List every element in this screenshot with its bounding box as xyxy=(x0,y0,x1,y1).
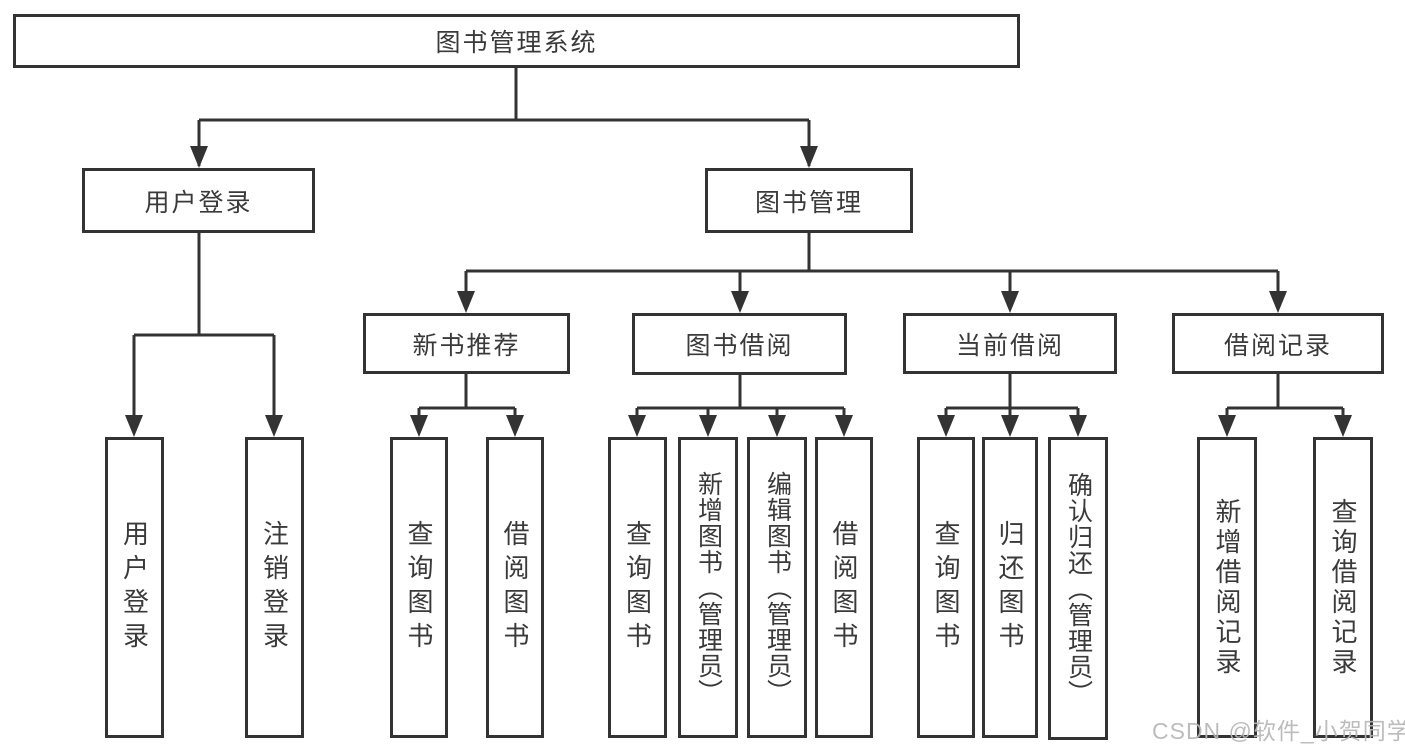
arrowhead-down-icon xyxy=(835,415,853,437)
arrowhead-down-icon xyxy=(699,415,717,437)
node-borrowing-records: 借阅记录 xyxy=(1172,313,1384,374)
arrowhead-down-icon xyxy=(506,415,524,437)
arrowhead-down-icon xyxy=(1001,291,1019,313)
arrowhead-down-icon xyxy=(410,415,428,437)
arrowhead-down-icon xyxy=(1069,415,1087,437)
arrowhead-down-icon xyxy=(937,415,955,437)
node-leaf-add-books-admin: 新增图书（管理员） xyxy=(678,437,738,738)
arrowhead-down-icon xyxy=(1218,415,1236,437)
node-book-borrowing: 图书借阅 xyxy=(632,313,847,375)
node-leaf-user-login: 用户登录 xyxy=(105,437,164,738)
arrowhead-down-icon xyxy=(1001,415,1019,437)
node-leaf-query-borrow-record: 查询借阅记录 xyxy=(1313,437,1373,738)
arrowhead-down-icon xyxy=(800,146,818,168)
arrowhead-down-icon xyxy=(125,415,143,437)
node-leaf-borrow-books-1: 借阅图书 xyxy=(486,437,544,738)
arrowhead-down-icon xyxy=(768,415,786,437)
arrowhead-down-icon xyxy=(1269,291,1287,313)
arrowhead-down-icon xyxy=(1334,415,1352,437)
node-leaf-return-books: 归还图书 xyxy=(982,437,1038,738)
connector-lines xyxy=(132,68,1345,433)
node-root-library-management-system: 图书管理系统 xyxy=(13,14,1020,68)
node-user-login: 用户登录 xyxy=(82,168,315,233)
node-leaf-query-books-2: 查询图书 xyxy=(608,437,667,738)
arrowhead-down-icon xyxy=(265,415,283,437)
node-leaf-confirm-return-admin: 确认归还（管理员） xyxy=(1048,437,1108,740)
arrowhead-down-icon xyxy=(190,146,208,168)
node-current-borrowing: 当前借阅 xyxy=(903,313,1117,374)
node-book-management: 图书管理 xyxy=(705,168,913,233)
arrowhead-down-icon xyxy=(731,291,749,313)
arrowhead-down-icon xyxy=(457,291,475,313)
node-leaf-query-books-1: 查询图书 xyxy=(390,437,448,738)
node-leaf-query-books-3: 查询图书 xyxy=(917,437,975,738)
node-new-book-recommendation: 新书推荐 xyxy=(363,313,570,374)
node-leaf-logout: 注销登录 xyxy=(245,437,304,738)
arrowheads xyxy=(125,146,1352,437)
node-leaf-add-borrow-record: 新增借阅记录 xyxy=(1197,437,1257,738)
node-leaf-edit-books-admin: 编辑图书（管理员） xyxy=(747,437,807,738)
arrowhead-down-icon xyxy=(628,415,646,437)
watermark-text: CSDN @软件_小贺同学 xyxy=(1152,718,1405,744)
node-leaf-borrow-books-2: 借阅图书 xyxy=(815,437,873,738)
